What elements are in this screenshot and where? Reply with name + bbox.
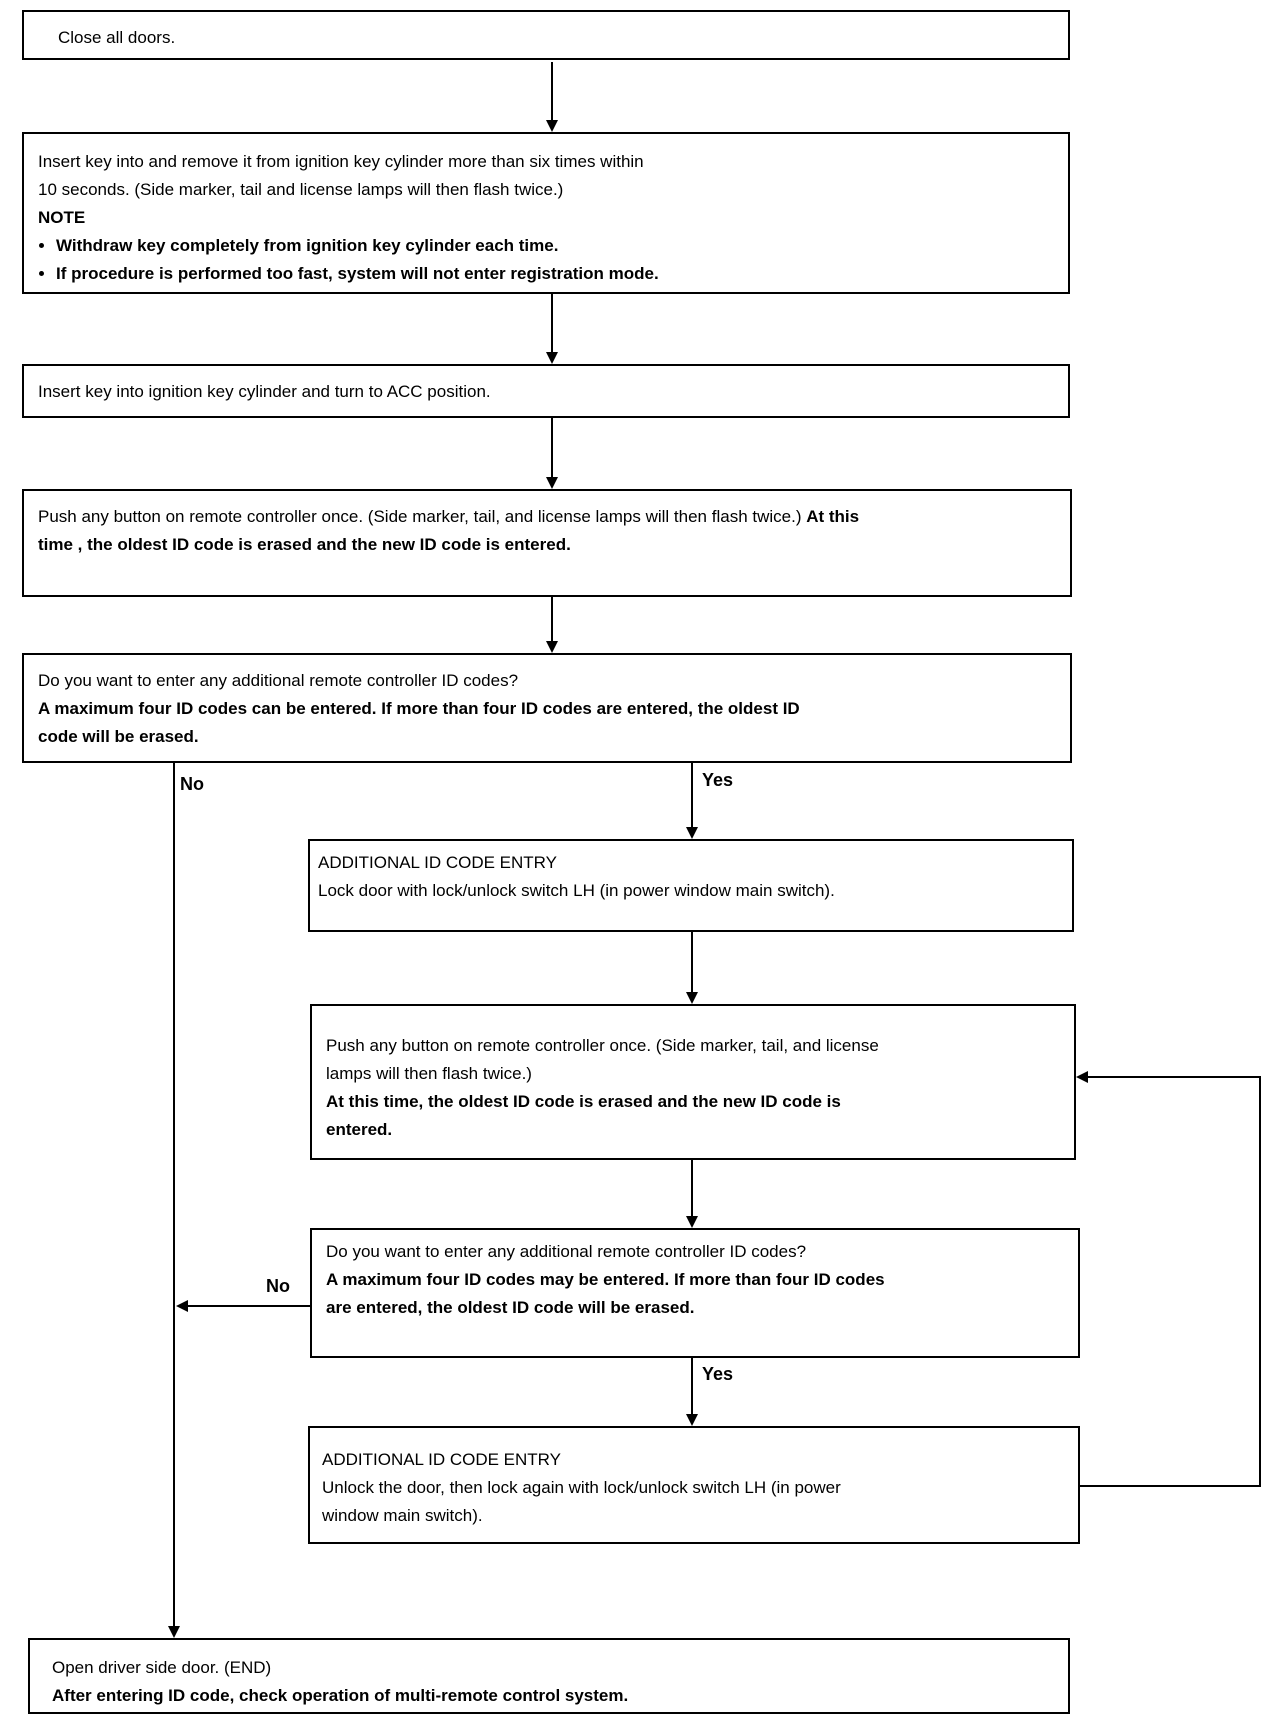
step-open-driver-door: Open driver side door. (END) After enter… xyxy=(28,1638,1070,1714)
step-additional-entry-lock: ADDITIONAL ID CODE ENTRY Lock door with … xyxy=(308,839,1074,932)
step-insert-remove-key: Insert key into and remove it from ignit… xyxy=(22,132,1070,294)
step-text-bold: After entering ID code, check operation … xyxy=(52,1686,629,1705)
entry-title: ADDITIONAL ID CODE ENTRY xyxy=(322,1450,561,1469)
step-text: Push any button on remote controller onc… xyxy=(38,507,807,526)
decision-additional-codes: Do you want to enter any additional remo… xyxy=(22,653,1072,763)
step-push-button-again: Push any button on remote controller onc… xyxy=(310,1004,1076,1160)
note-item: If procedure is performed too fast, syst… xyxy=(56,260,1054,288)
step-text: Push any button on remote controller onc… xyxy=(326,1036,879,1083)
step-additional-entry-unlock-lock: ADDITIONAL ID CODE ENTRY Unlock the door… xyxy=(308,1426,1080,1544)
step-line: 10 seconds. (Side marker, tail and licen… xyxy=(38,180,564,199)
note-title: NOTE xyxy=(38,208,86,227)
label-no: No xyxy=(266,1276,290,1296)
step-turn-acc: Insert key into ignition key cylinder an… xyxy=(22,364,1070,418)
decision-additional-codes-2: Do you want to enter any additional remo… xyxy=(310,1228,1080,1358)
step-close-doors: Close all doors. xyxy=(22,10,1070,60)
entry-text: Unlock the door, then lock again with lo… xyxy=(322,1478,841,1525)
step-line: Insert key into and remove it from ignit… xyxy=(38,152,644,171)
decision-note: A maximum four ID codes can be entered. … xyxy=(38,699,800,746)
entry-text: Lock door with lock/unlock switch LH (in… xyxy=(318,881,835,900)
entry-title: ADDITIONAL ID CODE ENTRY xyxy=(318,853,557,872)
decision-question: Do you want to enter any additional remo… xyxy=(326,1242,807,1261)
step-text: Close all doors. xyxy=(58,28,176,47)
label-yes: Yes xyxy=(702,770,734,790)
note-list: Withdraw key completely from ignition ke… xyxy=(38,232,1054,288)
label-no: No xyxy=(180,774,204,794)
loop-back-line xyxy=(1076,1071,1261,1487)
step-push-button: Push any button on remote controller onc… xyxy=(22,489,1072,597)
decision-question: Do you want to enter any additional remo… xyxy=(38,671,519,690)
step-text: Insert key into ignition key cylinder an… xyxy=(38,382,491,401)
step-text-bold: At this time , the oldest ID code is era… xyxy=(38,507,860,554)
step-text-bold: At this time, the oldest ID code is eras… xyxy=(326,1092,841,1139)
label-yes: Yes xyxy=(702,1364,734,1384)
note-item: Withdraw key completely from ignition ke… xyxy=(56,232,1054,260)
decision-note: A maximum four ID codes may be entered. … xyxy=(326,1270,885,1317)
step-text: Open driver side door. (END) xyxy=(52,1658,272,1677)
